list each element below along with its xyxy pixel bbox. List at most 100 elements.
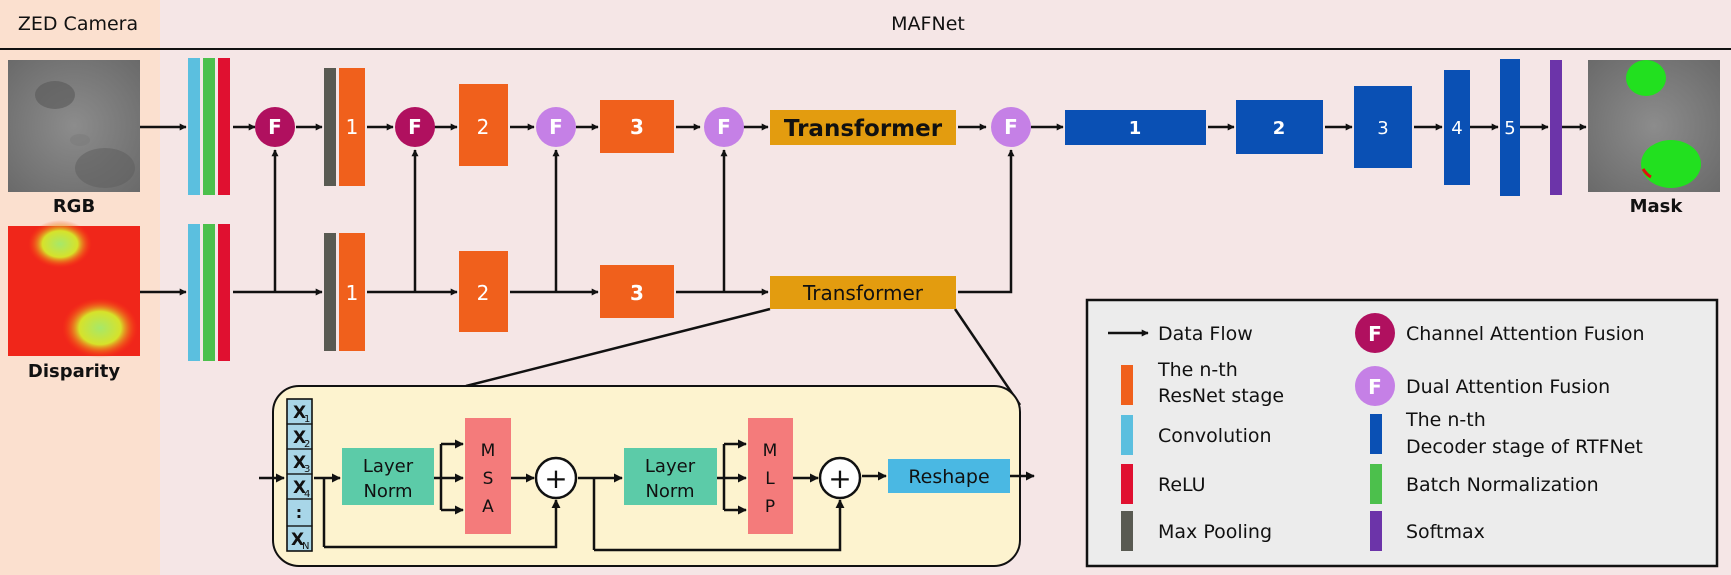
svg-text:2: 2 xyxy=(1273,118,1286,139)
svg-text:Layer: Layer xyxy=(645,456,696,477)
svg-text:3: 3 xyxy=(1377,118,1388,139)
decoder-stage-1: 1 xyxy=(1065,110,1206,145)
svg-text:Layer: Layer xyxy=(363,456,414,477)
svg-text:S: S xyxy=(483,469,494,489)
reshape-block: Reshape xyxy=(888,459,1010,493)
legend-dual-fusion: F Dual Attention Fusion xyxy=(1355,366,1610,406)
rgb-transformer: Transformer xyxy=(770,110,956,145)
disp-conv-bar xyxy=(188,224,200,361)
decoder-stage-3: 3 xyxy=(1354,86,1412,168)
disparity-image xyxy=(8,220,140,358)
svg-text:F: F xyxy=(408,115,422,139)
svg-text:N: N xyxy=(302,541,309,552)
svg-text:1: 1 xyxy=(346,115,359,139)
svg-text:Max Pooling: Max Pooling xyxy=(1158,521,1272,543)
mask-image xyxy=(1588,60,1720,192)
rgb-resnet-stage-1: 1 xyxy=(339,68,365,186)
svg-text:F: F xyxy=(1004,115,1018,139)
camera-title: ZED Camera xyxy=(18,13,138,35)
softmax-bar xyxy=(1550,60,1562,195)
svg-text:F: F xyxy=(1368,375,1382,399)
svg-text:F: F xyxy=(1368,322,1382,346)
decoder-stage-5: 5 xyxy=(1500,59,1520,196)
svg-text:1: 1 xyxy=(304,414,310,425)
msa-block: M S A xyxy=(465,418,511,534)
disp-resnet-stage-3: 3 xyxy=(600,265,674,318)
svg-text::: : xyxy=(296,503,302,522)
token-x1: X 1 xyxy=(286,398,313,425)
svg-text:3: 3 xyxy=(304,464,310,475)
disp-resnet-stage-1: 1 xyxy=(339,233,365,351)
svg-text:Decoder stage of RTFNet: Decoder stage of RTFNet xyxy=(1406,436,1643,458)
legend-channel-fusion: F Channel Attention Fusion xyxy=(1355,313,1645,353)
svg-text:The n-th: The n-th xyxy=(1157,359,1238,381)
dual-fusion-node: F xyxy=(704,107,744,147)
token-xn: X N xyxy=(286,525,313,552)
svg-text:F: F xyxy=(549,115,563,139)
legend-convolution: Convolution xyxy=(1121,415,1272,455)
rgb-stem xyxy=(188,58,230,195)
svg-text:4: 4 xyxy=(1451,118,1462,139)
rgb-resnet-stage-2: 2 xyxy=(459,84,508,166)
residual-add-2: + xyxy=(818,456,862,500)
svg-text:1: 1 xyxy=(346,281,359,305)
legend-max-pooling: Max Pooling xyxy=(1121,511,1272,551)
disp-relu-bar xyxy=(218,224,230,361)
legend: Data Flow The n-th ResNet stage Convolut… xyxy=(1085,298,1719,568)
decoder-stage-2: 2 xyxy=(1236,100,1323,154)
svg-text:1: 1 xyxy=(1129,118,1142,139)
rgb-image xyxy=(8,60,140,192)
svg-text:F: F xyxy=(268,115,282,139)
dual-fusion-node: F xyxy=(536,107,576,147)
legend-softmax: Softmax xyxy=(1370,511,1485,551)
svg-text:L: L xyxy=(765,469,775,489)
svg-text:X: X xyxy=(291,530,304,550)
data-flow-lines xyxy=(140,123,1587,406)
decoder-stage-4: 4 xyxy=(1444,70,1470,185)
svg-text:3: 3 xyxy=(630,281,644,305)
svg-text:F: F xyxy=(717,115,731,139)
svg-text:X: X xyxy=(293,403,306,423)
rgb-bn-bar xyxy=(203,58,215,195)
svg-text:+: + xyxy=(828,462,851,495)
svg-text:Reshape: Reshape xyxy=(908,466,989,488)
legend-relu: ReLU xyxy=(1121,464,1206,504)
svg-text:A: A xyxy=(482,497,494,517)
svg-text:Norm: Norm xyxy=(363,481,412,502)
svg-text:Channel Attention Fusion: Channel Attention Fusion xyxy=(1406,323,1645,345)
residual-add-1: + xyxy=(534,456,578,500)
svg-text:2: 2 xyxy=(304,439,310,450)
main-title: MAFNet xyxy=(891,13,965,35)
disp-maxpool-bar xyxy=(324,233,336,351)
svg-text:Transformer: Transformer xyxy=(802,281,924,305)
token-column: X 1 X 2 X 3 X 4 : X N xyxy=(286,398,313,552)
svg-text:ReLU: ReLU xyxy=(1158,474,1206,496)
svg-text:2: 2 xyxy=(477,281,490,305)
svg-text:X: X xyxy=(293,478,306,498)
layer-norm-1: Layer Norm xyxy=(342,448,434,505)
svg-text:Dual Attention Fusion: Dual Attention Fusion xyxy=(1406,376,1610,398)
svg-text:X: X xyxy=(293,428,306,448)
svg-text:Norm: Norm xyxy=(645,481,694,502)
layer-norm-2: Layer Norm xyxy=(624,448,717,505)
svg-text:Softmax: Softmax xyxy=(1406,521,1485,543)
svg-text:X: X xyxy=(293,453,306,473)
svg-text:M: M xyxy=(481,441,496,461)
legend-batch-norm: Batch Normalization xyxy=(1370,464,1599,504)
svg-text:Convolution: Convolution xyxy=(1158,425,1272,447)
svg-text:M: M xyxy=(763,441,778,461)
svg-text:ResNet stage: ResNet stage xyxy=(1158,385,1284,407)
disparity-stem xyxy=(188,224,230,361)
channel-fusion-node: F xyxy=(395,107,435,147)
mask-label: Mask xyxy=(1630,196,1684,217)
svg-text:Transformer: Transformer xyxy=(784,116,943,142)
legend-data-flow: Data Flow xyxy=(1108,323,1253,345)
legend-decoder-stage: The n-th Decoder stage of RTFNet xyxy=(1370,409,1643,458)
disparity-label: Disparity xyxy=(28,361,121,382)
disp-bn-bar xyxy=(203,224,215,361)
svg-text:Batch Normalization: Batch Normalization xyxy=(1406,474,1599,496)
disp-resnet-stage-2: 2 xyxy=(459,251,508,332)
rgb-resnet-stage-3: 3 xyxy=(600,100,674,153)
channel-fusion-node: F xyxy=(255,107,295,147)
